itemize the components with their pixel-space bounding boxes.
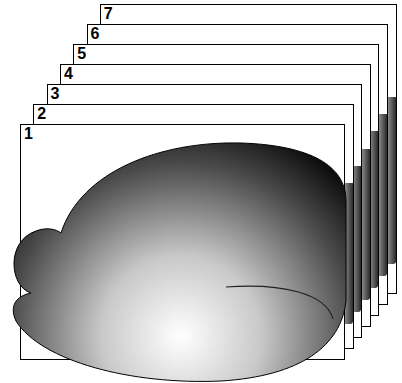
slice-number: 5 <box>74 45 89 63</box>
slice-plane: 1 <box>20 124 345 360</box>
slice-number: 4 <box>61 65 76 83</box>
slice-number: 6 <box>88 25 103 43</box>
slice-number: 2 <box>34 105 49 123</box>
slice-number: 7 <box>101 5 116 23</box>
slice-number: 3 <box>48 85 63 103</box>
sulcus-line <box>226 286 333 319</box>
brain-outline <box>13 143 346 382</box>
slice-number: 1 <box>21 125 36 143</box>
